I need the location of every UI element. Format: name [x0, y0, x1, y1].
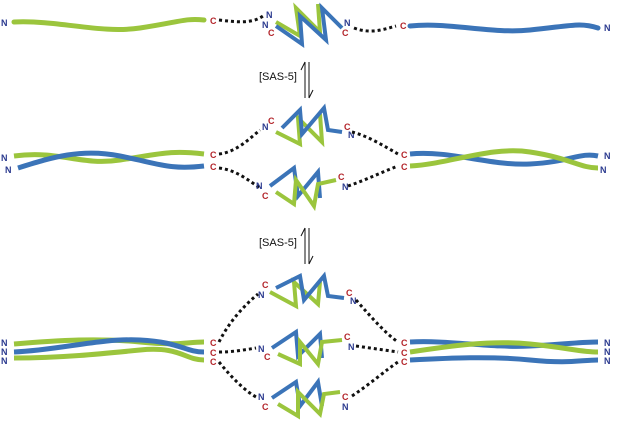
equilibrium-harpoon-up: [300, 227, 306, 264]
c-terminus-label: C: [401, 162, 408, 172]
n-terminus-label: N: [258, 392, 265, 402]
stage-higher-oligomer: N N N C C C C N C N N C C N N C C N C: [1, 271, 611, 420]
n-terminus-label: N: [604, 356, 611, 366]
c-terminus-label: C: [401, 357, 408, 367]
c-terminus-label: C: [262, 191, 269, 201]
n-terminus-label: N: [342, 182, 349, 192]
equilibrium-arrow-2: [SAS-5]: [259, 227, 314, 265]
c-terminus-label: C: [344, 332, 351, 342]
n-terminus-label: N: [604, 338, 611, 348]
coiled-coil-left-green: [13, 346, 205, 363]
n-terminus-label: N: [1, 338, 8, 348]
coiled-coil-right-blue: [407, 22, 601, 34]
coiled-coil-left-green: [11, 17, 207, 32]
equilibrium-harpoon-down: [308, 62, 314, 99]
n-terminus-label: N: [604, 151, 611, 161]
n-terminus-label: N: [1, 347, 8, 357]
zigzag-domain-green: [275, 112, 325, 148]
equilibrium-label-2: [SAS-5]: [259, 237, 297, 249]
c-terminus-label: C: [210, 16, 217, 26]
c-terminus-label: C: [401, 348, 408, 358]
c-terminus-label: C: [401, 338, 408, 348]
n-terminus-label: N: [262, 20, 269, 30]
coiled-coil-right-blue: [409, 150, 599, 167]
coiled-coil-left-blue: [17, 150, 205, 171]
zigzag-domain-green: [277, 336, 343, 369]
c-terminus-label: C: [210, 162, 217, 172]
n-terminus-label: N: [604, 23, 611, 33]
c-terminus-label: C: [262, 402, 269, 412]
linker-dashed-left: [218, 166, 261, 190]
linker-dashed-right: [351, 360, 399, 398]
c-terminus-label: C: [210, 150, 217, 160]
c-terminus-label: C: [338, 172, 345, 182]
c-terminus-label: C: [401, 150, 408, 160]
zigzag-domain-blue: [274, 2, 344, 49]
coiled-coil-right-green: [409, 340, 599, 355]
zigzag-domain-green: [274, 2, 323, 40]
stage-monomer: N C N N C N C C N: [1, 2, 611, 49]
coiled-coil-right-blue: [409, 355, 599, 365]
coiled-coil-right-green: [409, 148, 599, 171]
linker-dashed-right: [353, 24, 397, 33]
c-terminus-label: C: [262, 280, 269, 290]
equilibrium-harpoon-down: [308, 228, 314, 265]
c-terminus-label: C: [344, 122, 351, 132]
c-terminus-label: C: [210, 338, 217, 348]
linker-dashed-right: [354, 299, 399, 344]
n-terminus-label: N: [258, 344, 265, 354]
n-terminus-label: N: [344, 18, 351, 28]
c-terminus-label: C: [346, 288, 353, 298]
c-terminus-label: C: [210, 357, 217, 367]
n-terminus-label: N: [1, 356, 8, 366]
n-terminus-label: N: [342, 402, 349, 412]
c-terminus-label: C: [400, 21, 407, 31]
c-terminus-label: C: [268, 28, 275, 38]
stage-dimer: N N C C N C C N N C C N C C N N: [1, 103, 611, 212]
linker-dashed-right: [355, 344, 399, 354]
c-terminus-label: C: [342, 392, 349, 402]
n-terminus-label: N: [5, 165, 12, 175]
linker-dashed-left: [217, 292, 259, 343]
n-terminus-label: N: [258, 290, 265, 300]
zigzag-domain-blue: [280, 103, 343, 139]
n-terminus-label: N: [348, 130, 355, 140]
n-terminus-label: N: [1, 153, 8, 163]
equilibrium-arrow-1: [SAS-5]: [259, 61, 314, 99]
zigzag-domain-blue: [275, 271, 345, 305]
c-terminus-label: C: [210, 348, 217, 358]
n-terminus-label: N: [1, 18, 8, 28]
coiled-coil-left-blue: [13, 337, 205, 355]
n-terminus-label: N: [266, 10, 273, 20]
c-terminus-label: C: [268, 116, 275, 126]
c-terminus-label: C: [342, 28, 349, 38]
coiled-coil-left-green: [13, 149, 205, 164]
zigzag-domain-green: [269, 277, 322, 310]
equilibrium-harpoon-up: [300, 61, 306, 98]
n-terminus-label: N: [600, 165, 607, 175]
linker-dashed-left: [218, 14, 264, 24]
linker-dashed-right: [347, 164, 399, 188]
zigzag-domain-green: [274, 174, 337, 212]
linker-dashed-left: [218, 128, 261, 156]
n-terminus-label: N: [262, 122, 269, 132]
c-terminus-label: C: [264, 352, 271, 362]
zigzag-domain-green: [276, 387, 341, 420]
linker-dashed-left: [217, 361, 259, 400]
equilibrium-label-1: [SAS-5]: [259, 71, 297, 83]
linker-dashed-right: [351, 130, 399, 156]
n-terminus-label: N: [350, 296, 357, 306]
n-terminus-label: N: [348, 342, 355, 352]
n-terminus-label: N: [604, 347, 611, 357]
zigzag-domain-blue: [268, 164, 322, 201]
n-terminus-label: N: [256, 181, 263, 191]
linker-dashed-left: [218, 346, 257, 354]
